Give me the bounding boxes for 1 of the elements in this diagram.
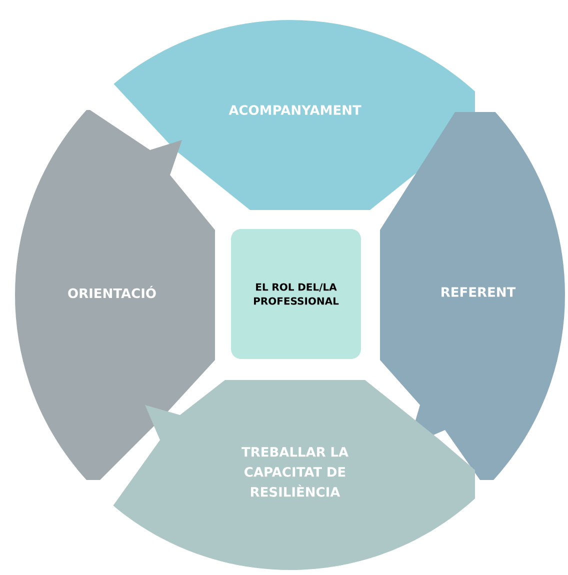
center-box: EL ROL DEL/LA PROFESSIONAL bbox=[231, 229, 361, 359]
